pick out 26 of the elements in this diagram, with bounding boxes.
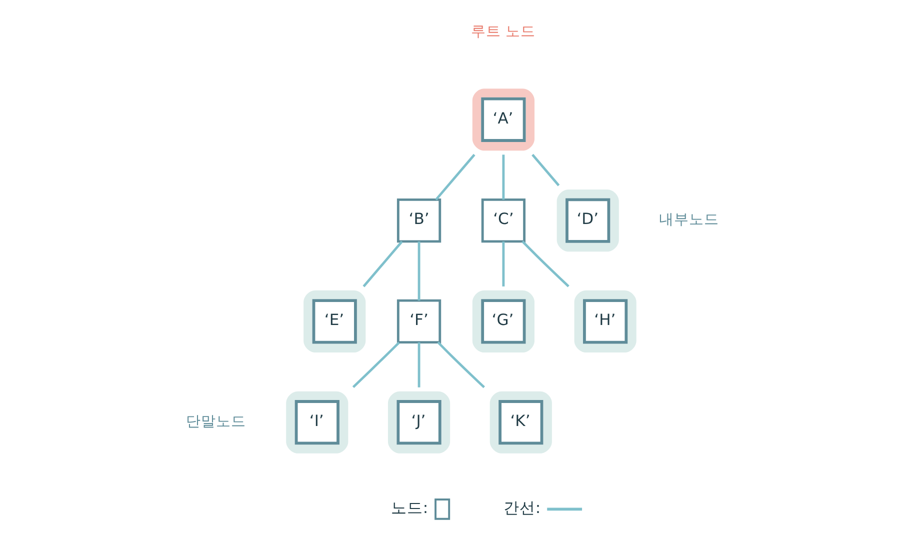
node-box: ‘D’: [556, 190, 619, 252]
node-box: ‘J’: [388, 391, 450, 454]
node-box: ‘C’: [481, 198, 526, 243]
node-box: ‘G’: [472, 290, 534, 352]
node-box: ‘H’: [574, 290, 636, 352]
connector: [362, 240, 403, 288]
node-box: ‘B’: [396, 198, 442, 243]
node-box: ‘E’: [304, 290, 366, 352]
connector: [352, 342, 400, 388]
legend-label: 노드:: [390, 498, 428, 517]
connector: [502, 154, 505, 200]
connector: [522, 240, 570, 288]
connector: [437, 341, 485, 388]
legend-label: 간선:: [503, 498, 541, 517]
node-box: ‘A’: [472, 88, 534, 151]
node-box: ‘K’: [490, 391, 552, 454]
connector: [532, 154, 560, 186]
label: 단말노드: [186, 412, 246, 430]
label: 내부노드: [658, 210, 719, 228]
node-box: ‘I’: [286, 391, 348, 454]
connector: [418, 342, 420, 388]
node-box: ‘F’: [396, 299, 442, 344]
connector: [435, 154, 476, 200]
connector: [502, 242, 505, 286]
label: 루트 노드: [471, 23, 536, 40]
connector: [418, 242, 420, 300]
